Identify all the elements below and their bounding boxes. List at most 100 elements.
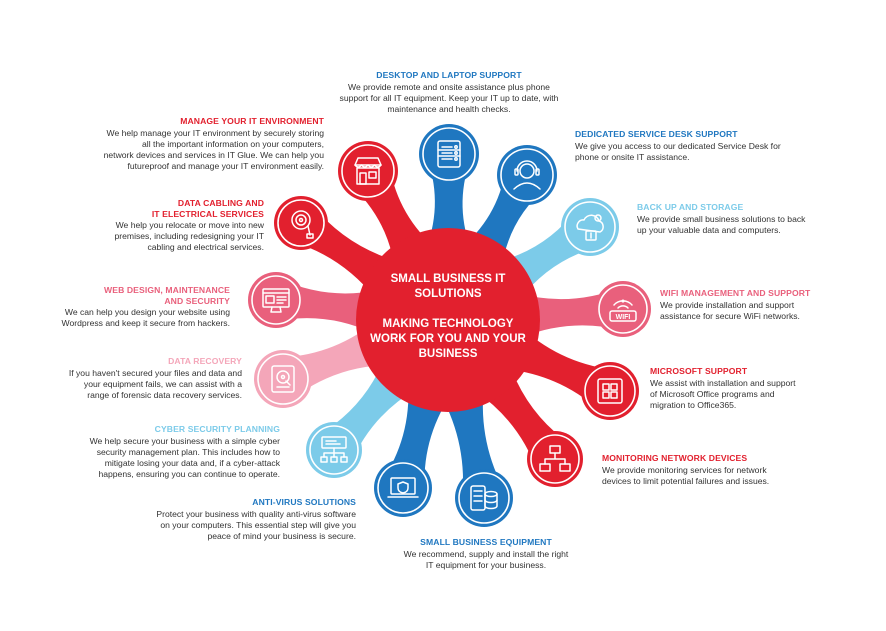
node-monitoring-ring bbox=[530, 434, 580, 484]
node-service-desk-circle bbox=[497, 145, 557, 205]
node-cabling-circle bbox=[274, 196, 328, 250]
label-cyber-desc-4: happens, ensuring you can continue to op… bbox=[98, 468, 280, 479]
node-antivirus bbox=[374, 459, 432, 517]
label-monitoring: MONITORING NETWORK DEVICES We provide mo… bbox=[602, 453, 812, 487]
label-web-desc-1: We can help you design your website usin… bbox=[64, 307, 230, 317]
label-cabling-desc-2: premises, including redesigning your IT bbox=[114, 231, 264, 241]
label-backup-desc-2: up your valuable data and computers. bbox=[637, 224, 781, 235]
label-manage-desc-3: network devices and services in IT Glue.… bbox=[103, 149, 324, 160]
label-cyber-desc-1: We help secure your business with a simp… bbox=[89, 435, 280, 446]
hub-circle bbox=[356, 228, 540, 412]
label-cabling-desc-3: cabling and electrical services. bbox=[147, 242, 264, 252]
label-antivirus-desc-2: on your computers. This essential step w… bbox=[160, 519, 356, 530]
label-manage: MANAGE YOUR IT ENVIRONMENT We help manag… bbox=[70, 116, 324, 172]
wifi-icon-text: WIFI bbox=[616, 314, 631, 321]
wifi-router-icon: WIFI bbox=[609, 299, 637, 322]
laptop-shield-icon bbox=[387, 477, 419, 498]
label-cyber-desc-3: mitigate losing your data and, if a cybe… bbox=[104, 457, 280, 468]
node-desktop bbox=[419, 124, 479, 184]
label-wifi-desc-1: We provide installation and support bbox=[660, 299, 795, 310]
node-service-desk bbox=[497, 145, 557, 205]
node-cabling bbox=[274, 196, 328, 250]
label-manage-desc-1: We help manage your IT environment by se… bbox=[106, 127, 325, 138]
node-backup-ring bbox=[564, 201, 616, 253]
cloud-storage-icon bbox=[576, 214, 604, 241]
node-desktop-ring bbox=[422, 127, 476, 181]
node-wifi: WIFI bbox=[595, 281, 651, 337]
node-cyber bbox=[306, 422, 362, 478]
node-microsoft-ring bbox=[584, 365, 636, 417]
windows-logo-icon bbox=[597, 378, 623, 404]
hub-line-3: MAKING TECHNOLOGY bbox=[382, 318, 514, 330]
label-backup-title: BACK UP AND STORAGE bbox=[637, 202, 744, 212]
headset-agent-icon bbox=[513, 160, 541, 190]
label-antivirus: ANTI-VIRUS SOLUTIONS Protect your busine… bbox=[116, 497, 356, 542]
node-web bbox=[248, 272, 304, 328]
cable-coil-icon bbox=[291, 210, 314, 239]
label-cabling-title-1: DATA CABLING AND bbox=[177, 198, 264, 208]
label-recovery-desc-2: your equipment fails, we can assist with… bbox=[83, 378, 242, 389]
label-service-desk-title: DEDICATED SERVICE DESK SUPPORT bbox=[575, 129, 738, 139]
node-backup bbox=[561, 198, 619, 256]
label-cyber: CYBER SECURITY PLANNING We help secure y… bbox=[60, 424, 280, 480]
hub-line-1: SMALL BUSINESS IT bbox=[390, 273, 506, 285]
node-monitoring bbox=[527, 431, 583, 487]
node-service-desk-ring bbox=[500, 148, 554, 202]
network-plan-icon bbox=[320, 436, 348, 463]
label-wifi: WIFI MANAGEMENT AND SUPPORT We provide i… bbox=[660, 288, 860, 322]
label-antivirus-desc-3: peace of mind your business is secure. bbox=[207, 530, 356, 541]
label-cabling-title-2: IT ELECTRICAL SERVICES bbox=[151, 208, 264, 219]
label-service-desk: DEDICATED SERVICE DESK SUPPORT We give y… bbox=[575, 129, 815, 163]
label-backup-desc-1: We provide small business solutions to b… bbox=[637, 213, 806, 224]
label-monitoring-desc-1: We provide monitoring services for netwo… bbox=[602, 464, 767, 475]
label-desktop-title: DESKTOP AND LAPTOP SUPPORT bbox=[376, 70, 522, 80]
database-server-icon bbox=[470, 485, 498, 511]
label-microsoft-desc-2: of Microsoft Office programs and bbox=[650, 388, 775, 399]
network-topology-icon bbox=[539, 445, 571, 472]
label-antivirus-desc-1: Protect your business with quality anti-… bbox=[156, 508, 356, 519]
node-equipment bbox=[455, 469, 513, 527]
node-cyber-ring bbox=[309, 425, 359, 475]
label-equipment-title: SMALL BUSINESS EQUIPMENT bbox=[420, 537, 552, 547]
label-web-title-1: WEB DESIGN, MAINTENANCE bbox=[104, 285, 230, 295]
label-recovery-desc-3: range of forensic data recovery services… bbox=[87, 389, 242, 400]
label-microsoft: MICROSOFT SUPPORT We assist with install… bbox=[650, 366, 850, 411]
label-microsoft-desc-1: We assist with installation and support bbox=[650, 377, 796, 388]
label-cabling-desc-1: We help you relocate or move into new bbox=[115, 220, 264, 230]
storefront-icon bbox=[354, 157, 382, 185]
node-equipment-circle bbox=[455, 469, 513, 527]
node-wifi-circle bbox=[595, 281, 651, 337]
label-recovery: DATA RECOVERY If you haven't secured you… bbox=[40, 356, 242, 401]
label-microsoft-title: MICROSOFT SUPPORT bbox=[650, 366, 748, 376]
node-equipment-ring bbox=[458, 472, 510, 524]
label-recovery-desc-1: If you haven't secured your files and da… bbox=[68, 367, 242, 378]
label-manage-desc-2: all the important information on your co… bbox=[142, 138, 324, 149]
website-monitor-icon bbox=[262, 288, 290, 313]
node-web-circle bbox=[248, 272, 304, 328]
label-desktop-desc-3: maintenance and health checks. bbox=[387, 103, 511, 114]
node-manage-ring bbox=[341, 144, 395, 198]
node-manage bbox=[338, 141, 398, 201]
label-cyber-title: CYBER SECURITY PLANNING bbox=[154, 424, 280, 434]
label-microsoft-desc-3: migration to Office365. bbox=[650, 399, 737, 410]
hub-line-4: WORK FOR YOU AND YOUR bbox=[370, 333, 526, 345]
label-desktop-desc-1: We provide remote and onsite assistance … bbox=[348, 81, 550, 92]
node-antivirus-ring bbox=[377, 462, 429, 514]
node-web-ring bbox=[251, 275, 301, 325]
hub-line-5: BUSINESS bbox=[418, 348, 478, 360]
hub-line-2: SOLUTIONS bbox=[414, 288, 482, 300]
label-monitoring-title: MONITORING NETWORK DEVICES bbox=[602, 453, 748, 463]
label-manage-desc-4: futureproof and manage your IT environme… bbox=[127, 160, 325, 171]
node-cabling-ring bbox=[277, 199, 325, 247]
hub-title: SMALL BUSINESS IT SOLUTIONS MAKING TECHN… bbox=[358, 272, 538, 362]
node-desktop-circle bbox=[419, 124, 479, 184]
label-manage-title: MANAGE YOUR IT ENVIRONMENT bbox=[180, 116, 324, 126]
label-desktop: DESKTOP AND LAPTOP SUPPORT We provide re… bbox=[316, 70, 582, 115]
label-equipment-desc-2: IT equipment for your business. bbox=[425, 559, 547, 570]
label-antivirus-title: ANTI-VIRUS SOLUTIONS bbox=[252, 497, 356, 507]
label-cyber-desc-2: security management plan. This includes … bbox=[96, 446, 280, 457]
label-wifi-desc-2: assistance for secure WiFi networks. bbox=[660, 310, 800, 321]
label-equipment: SMALL BUSINESS EQUIPMENT We recommend, s… bbox=[376, 537, 596, 571]
node-microsoft bbox=[581, 362, 639, 420]
